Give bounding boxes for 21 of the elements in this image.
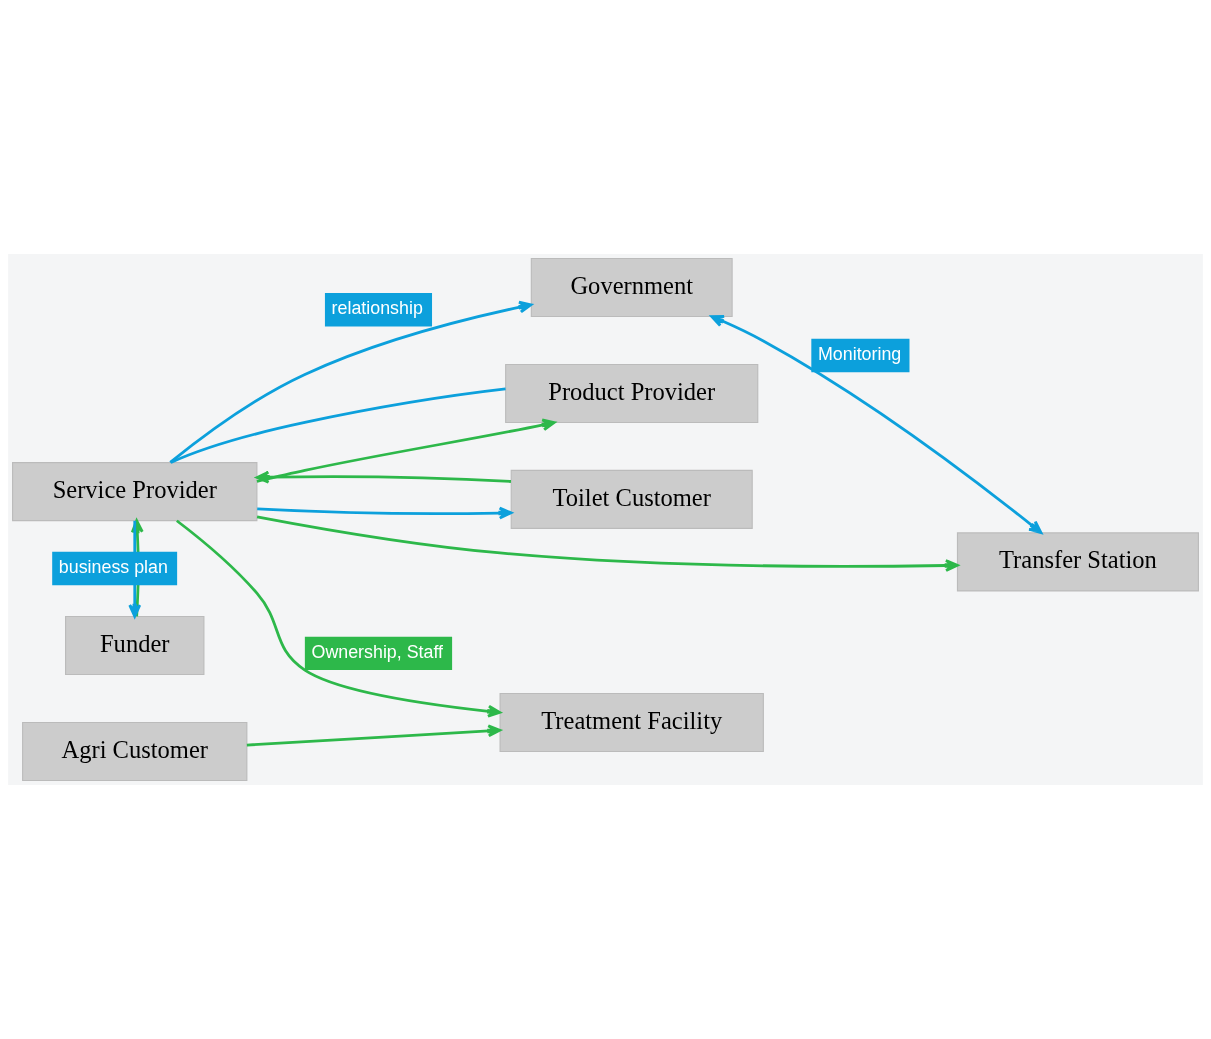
arrow [175, 519, 502, 718]
edge-label: Ownership, Staff [311, 641, 444, 662]
node-box: Service Provider [12, 462, 258, 522]
node-box: Product Provider [505, 363, 759, 423]
node-box: Funder [65, 616, 205, 676]
arrow [256, 418, 556, 483]
arrow [256, 515, 959, 572]
edge-label: relationship [331, 298, 423, 319]
node-box: Treatment Facility [499, 692, 764, 753]
arrow [255, 470, 512, 484]
node-box: Agri Customer [22, 721, 248, 782]
arrow [169, 300, 533, 464]
arrow [257, 506, 513, 520]
arrow [246, 724, 502, 747]
arrow [710, 314, 1043, 534]
node-box: Toilet Customer [510, 469, 753, 529]
node-box: Government [530, 257, 733, 318]
edge-label: business plan [58, 556, 168, 577]
edge-label: Monitoring [818, 343, 902, 364]
node-box: Transfer Station [956, 532, 1199, 592]
connector [170, 387, 506, 464]
